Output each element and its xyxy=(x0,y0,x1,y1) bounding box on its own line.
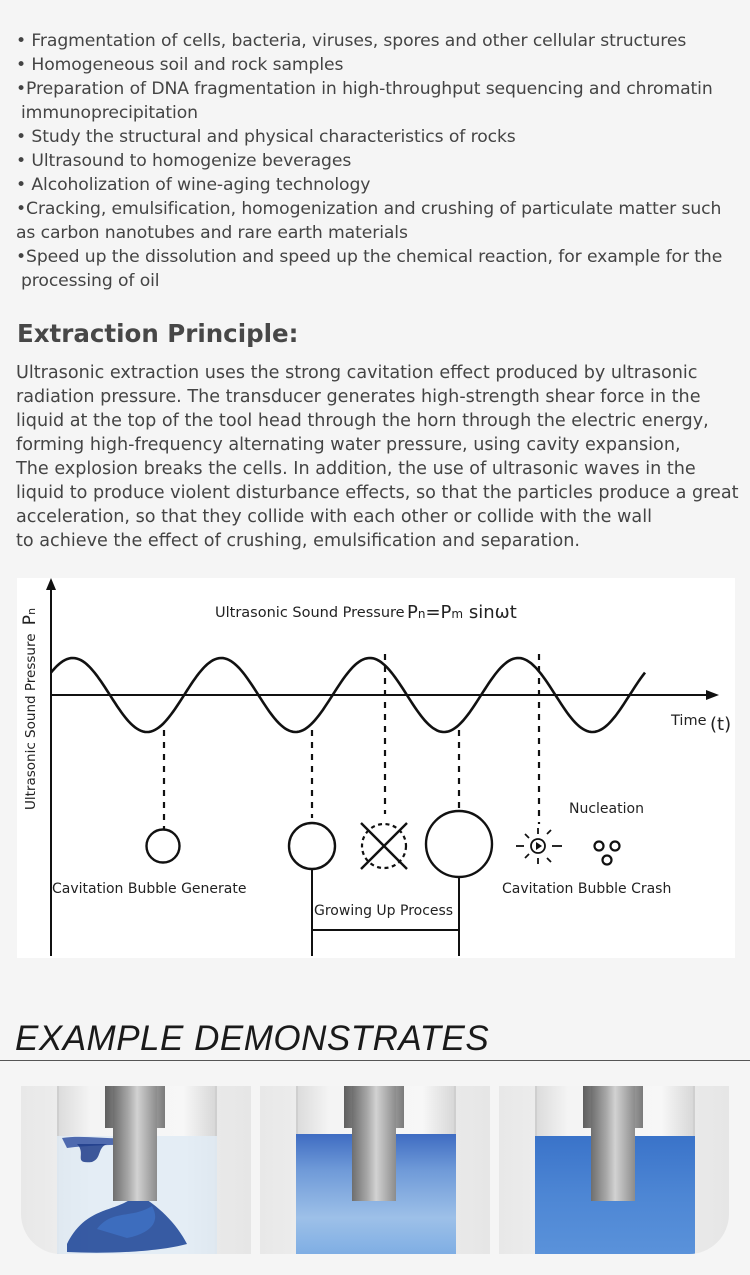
horn-probe xyxy=(591,1086,635,1201)
section-title: Extraction Principle: xyxy=(17,319,299,348)
paragraph-line: to achieve the effect of crushing, emuls… xyxy=(16,531,580,551)
y-axis-label: Ultrasonic Sound Pressure Pn xyxy=(20,608,40,810)
x-axis-unit: (t) xyxy=(710,714,731,735)
photo-dye-dispersion-start xyxy=(21,1086,251,1254)
paragraph-line: The explosion breaks the cells. In addit… xyxy=(16,459,696,479)
dye-streak xyxy=(77,1144,107,1163)
formula: Pn=Pm sinωt xyxy=(407,602,517,623)
nucleation-dot xyxy=(593,840,605,852)
burst-ray xyxy=(524,853,530,859)
label-nucleation: Nucleation xyxy=(569,801,644,817)
burst-ray xyxy=(546,857,552,863)
paragraph-line: liquid to produce violent disturbance ef… xyxy=(16,483,739,503)
bubble-large xyxy=(424,809,494,879)
label-crash: Cavitation Bubble Crash xyxy=(502,881,671,897)
list-item: • Ultrasound to homogenize beverages xyxy=(16,151,352,171)
divider xyxy=(0,1060,750,1061)
bubble-medium xyxy=(287,821,337,871)
burst-ray xyxy=(546,829,552,835)
x-axis-arrow xyxy=(706,690,719,700)
horn-probe xyxy=(113,1086,157,1201)
list-item: • Fragmentation of cells, bacteria, viru… xyxy=(16,31,687,51)
crash-bubble xyxy=(530,838,546,854)
paragraph-line: Ultrasonic extraction uses the strong ca… xyxy=(16,363,698,383)
paragraph-line: radiation pressure. The transducer gener… xyxy=(16,387,701,407)
list-item: • Homogeneous soil and rock samples xyxy=(16,55,344,75)
cavitation-diagram-svg: Ultrasonic Sound Pressure Pn Ultrasonic … xyxy=(20,578,731,956)
paragraph-line: acceleration, so that they collide with … xyxy=(16,507,652,527)
list-item: •Speed up the dissolution and speed up t… xyxy=(16,247,723,291)
example-title: EXAMPLE DEMONSTRATES xyxy=(15,1019,490,1058)
burst-ray xyxy=(524,833,530,839)
bubble-small xyxy=(145,828,181,864)
burst-mark xyxy=(536,842,542,850)
x-axis-label: Time xyxy=(670,713,707,729)
crash-burst xyxy=(516,828,562,864)
diagram-title: Ultrasonic Sound Pressure xyxy=(215,605,405,621)
y-axis-arrow xyxy=(46,578,56,590)
burst-cross xyxy=(360,822,408,870)
dye-cloud xyxy=(97,1206,156,1238)
list-item: •Preparation of DNA fragmentation in hig… xyxy=(16,79,713,123)
paragraph-line: liquid at the top of the tool head throu… xyxy=(16,411,709,431)
example-photos xyxy=(0,1086,750,1256)
bubble-bursting xyxy=(360,822,408,870)
nucleation-dot xyxy=(601,854,613,866)
nucleation-dot xyxy=(609,840,621,852)
list-item: • Alcoholization of wine-aging technolog… xyxy=(16,175,371,195)
application-list: • Fragmentation of cells, bacteria, viru… xyxy=(16,29,748,293)
list-item: • Study the structural and physical char… xyxy=(16,127,516,147)
list-item: •Cracking, emulsification, homogenizatio… xyxy=(16,199,722,243)
principle-paragraph: Ultrasonic extraction uses the strong ca… xyxy=(16,361,746,553)
paragraph-line: forming high-frequency alternating water… xyxy=(16,435,681,455)
cavitation-diagram: Ultrasonic Sound Pressure Pn Ultrasonic … xyxy=(17,578,735,958)
photo-dye-dispersion-end xyxy=(499,1086,729,1254)
pressure-wave xyxy=(50,656,647,734)
photo-dye-dispersion-mid xyxy=(260,1086,490,1254)
label-generate: Cavitation Bubble Generate xyxy=(52,881,246,897)
label-growing: Growing Up Process xyxy=(314,903,453,919)
horn-probe xyxy=(352,1086,396,1201)
